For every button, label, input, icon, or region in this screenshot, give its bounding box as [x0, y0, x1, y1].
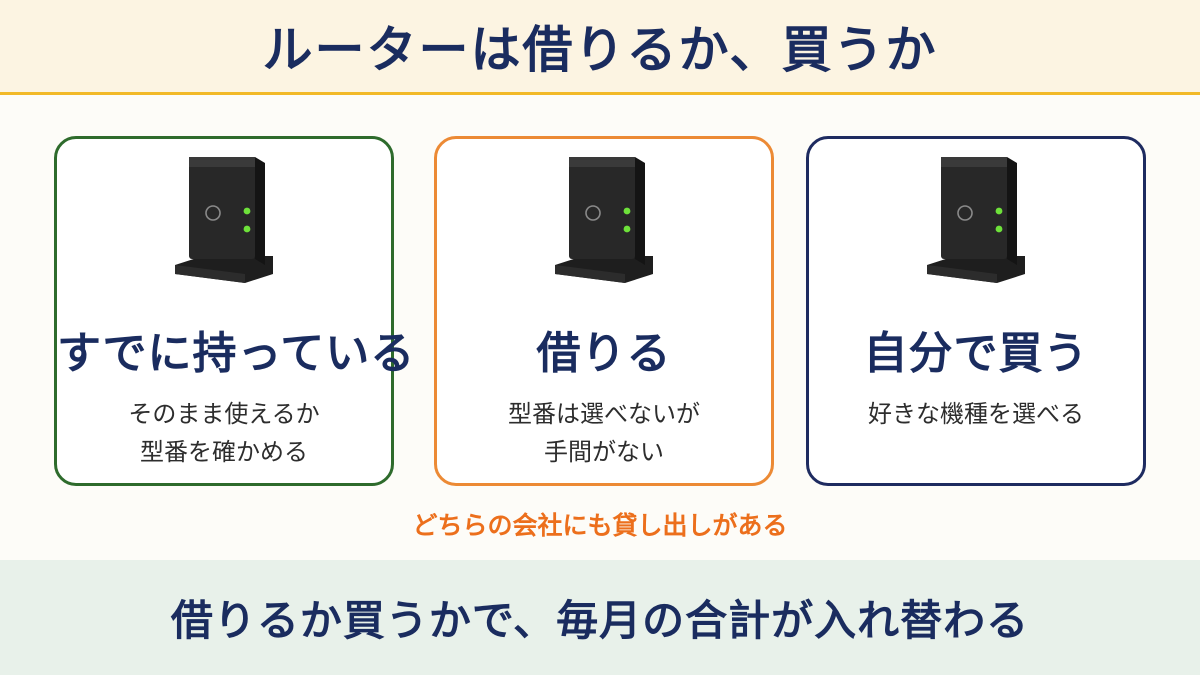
- option-card-buy: 自分で買う 好きな機種を選べる: [806, 136, 1146, 486]
- card-title: すでに持っている: [57, 328, 416, 379]
- router-icon: [555, 157, 653, 283]
- card-description: 型番は選べないが 手間がない: [437, 395, 771, 471]
- card-desc-line: 好きな機種を選べる: [868, 400, 1084, 428]
- card-desc-line: 型番は選べないが: [508, 400, 700, 428]
- footer-banner: 借りるか買うかで、毎月の合計が入れ替わる: [0, 560, 1200, 675]
- card-description: そのまま使えるか 型番を確かめる: [57, 395, 391, 471]
- footer-message: 借りるか買うかで、毎月の合計が入れ替わる: [170, 596, 1030, 645]
- router-icon: [927, 157, 1025, 283]
- rental-note: どちらの会社にも貸し出しがある: [412, 511, 788, 540]
- router-icon: [175, 157, 273, 283]
- page-title: ルーターは借りるか、買うか: [262, 21, 938, 79]
- card-title: 自分で買う: [863, 328, 1089, 379]
- card-title: 借りる: [536, 328, 672, 379]
- header-banner: ルーターは借りるか、買うか: [0, 0, 1200, 95]
- card-desc-line: そのまま使えるか: [128, 400, 320, 428]
- card-desc-line: 型番を確かめる: [140, 438, 308, 466]
- option-card-rent: 借りる 型番は選べないが 手間がない: [434, 136, 774, 486]
- option-card-already-own: すでに持っている そのまま使えるか 型番を確かめる: [54, 136, 416, 486]
- card-description: 好きな機種を選べる: [809, 395, 1143, 433]
- card-desc-line: 手間がない: [544, 438, 664, 466]
